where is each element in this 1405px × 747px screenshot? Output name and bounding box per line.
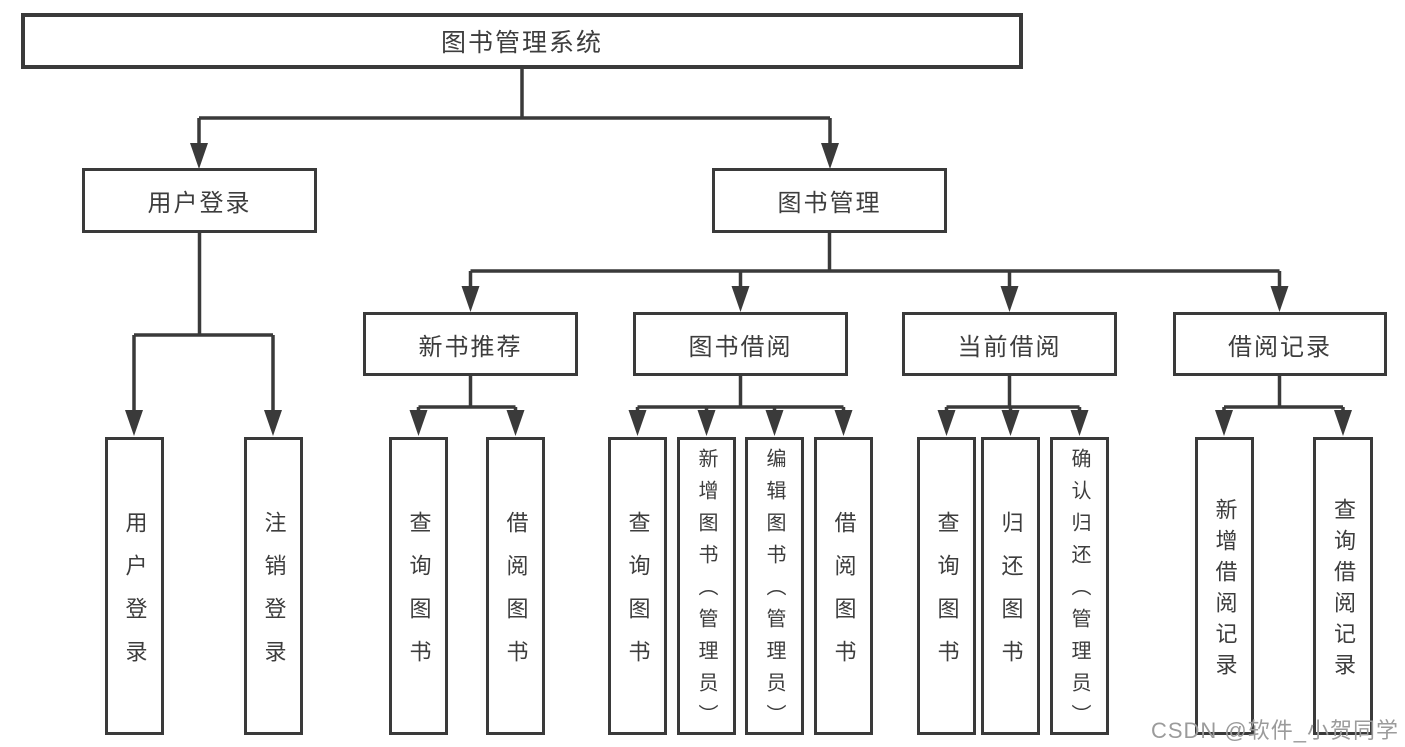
leaf-logout: 注销登录 (244, 437, 303, 735)
leaf-label: 查询图书 (406, 510, 432, 683)
leaf-query-books-2: 查询图书 (608, 437, 667, 735)
leaf-query-books-3: 查询图书 (917, 437, 976, 735)
node-user-login: 用户登录 (82, 168, 317, 233)
node-book-management: 图书管理 (712, 168, 947, 233)
node-library-management-system: 图书管理系统 (21, 13, 1023, 69)
leaf-label: 确认归还（管理员） (1068, 448, 1090, 736)
node-label: 图书管理系统 (440, 29, 603, 57)
leaf-query-books-1: 查询图书 (389, 437, 448, 735)
node-label: 借阅记录 (1228, 333, 1332, 361)
leaf-label: 用户登录 (122, 510, 148, 683)
leaf-label: 查询图书 (625, 510, 651, 683)
node-label: 用户登录 (147, 190, 252, 217)
leaf-label: 借阅图书 (831, 510, 857, 683)
node-current-borrow: 当前借阅 (902, 312, 1117, 376)
node-label: 图书借阅 (688, 333, 793, 361)
leaf-label: 归还图书 (998, 510, 1024, 683)
leaf-add-borrow-record: 新增借阅记录 (1195, 437, 1254, 735)
leaf-label: 编辑图书（管理员） (763, 448, 785, 736)
leaf-return-books: 归还图书 (981, 437, 1040, 735)
leaf-label: 查询图书 (934, 510, 960, 683)
leaf-label: 新增图书（管理员） (695, 448, 717, 736)
node-label: 图书管理 (777, 190, 882, 217)
leaf-confirm-return-admin: 确认归还（管理员） (1050, 437, 1109, 736)
leaf-edit-books-admin: 编辑图书（管理员） (745, 437, 804, 736)
node-new-book-recommend: 新书推荐 (363, 312, 578, 376)
leaf-add-books-admin: 新增图书（管理员） (677, 437, 736, 736)
node-label: 当前借阅 (957, 333, 1062, 361)
leaf-query-borrow-record: 查询借阅记录 (1313, 437, 1373, 735)
leaf-borrow-books-1: 借阅图书 (486, 437, 545, 735)
leaf-label: 注销登录 (261, 510, 287, 683)
leaf-user-login: 用户登录 (105, 437, 164, 735)
node-label: 新书推荐 (418, 333, 523, 361)
node-borrow-records: 借阅记录 (1173, 312, 1387, 376)
node-book-borrow: 图书借阅 (633, 312, 848, 376)
leaf-label: 借阅图书 (503, 510, 529, 683)
leaf-label: 新增借阅记录 (1212, 497, 1238, 684)
leaf-label: 查询借阅记录 (1331, 497, 1356, 684)
leaf-borrow-books-2: 借阅图书 (814, 437, 873, 735)
